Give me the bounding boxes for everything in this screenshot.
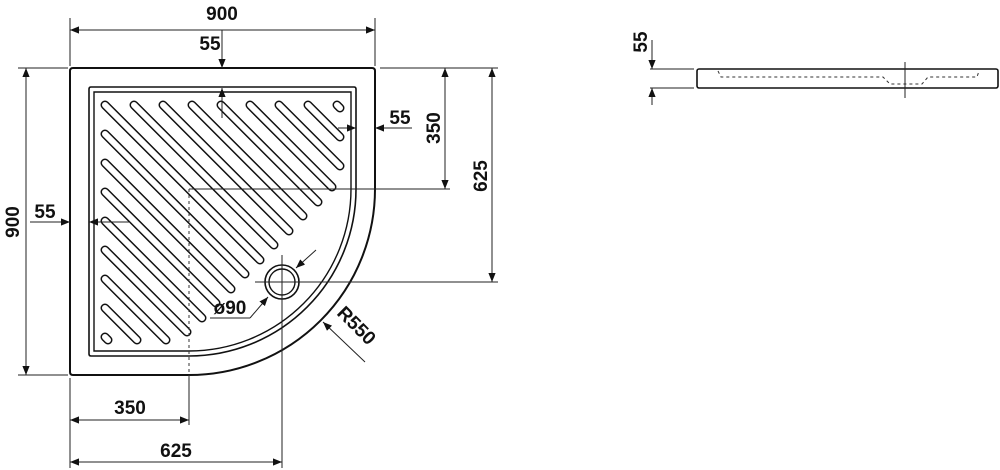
dimension-label: ø90	[214, 298, 247, 319]
dimension-drain-offset-vertical: 350	[192, 67, 498, 190]
dimension-drain-center-vertical: 625	[300, 68, 498, 283]
anti-slip-slot	[160, 102, 292, 234]
side-basin-hidden-line	[717, 70, 980, 85]
dimension-drain-center-horizontal: 625	[70, 300, 283, 468]
anti-slip-slot	[102, 218, 205, 321]
side-profile	[696, 68, 999, 89]
anti-slip-slots	[100, 100, 345, 345]
tray-plan-view	[69, 67, 378, 378]
dimension-label: 55	[389, 108, 411, 129]
anti-slip-slot	[102, 189, 219, 306]
anti-slip-slot	[102, 305, 140, 343]
dimension-overall-depth: 900	[3, 67, 68, 376]
dimension-drain-offset-horizontal: 350	[69, 378, 190, 468]
anti-slip-slot	[102, 160, 234, 292]
dimension-rim-right: 55	[338, 108, 412, 132]
anti-slip-slot	[334, 102, 343, 111]
dimension-label: 55	[34, 202, 56, 223]
tray-side-view: 55	[631, 31, 999, 105]
dimension-label: 55	[631, 31, 652, 53]
tray-inner-rim	[88, 86, 357, 357]
anti-slip-slot	[102, 276, 169, 343]
dimension-label: 900	[3, 206, 24, 238]
tray-basin-edge	[93, 91, 352, 352]
anti-slip-slot	[276, 102, 343, 169]
dimension-label: 350	[424, 112, 445, 144]
anti-slip-slot	[189, 102, 306, 219]
dimension-rim-top: 55	[199, 30, 226, 118]
dimension-rim-left: 55	[30, 202, 130, 226]
dimension-overall-width: 900	[69, 4, 376, 66]
dimension-label: 625	[471, 160, 492, 192]
dimension-drain-diameter: ø90	[210, 249, 317, 319]
dimension-label: 900	[206, 4, 238, 25]
dimension-label: 350	[114, 398, 146, 419]
dimension-corner-radius: R550	[322, 303, 379, 363]
anti-slip-slot	[218, 102, 321, 205]
anti-slip-slot	[131, 102, 277, 248]
dimension-label: 625	[160, 441, 192, 462]
dimension-label: 55	[199, 34, 221, 55]
tray-outer-outline	[69, 67, 376, 376]
anti-slip-slot	[102, 131, 248, 277]
dimension-label: R550	[332, 303, 379, 350]
anti-slip-slot	[102, 102, 263, 263]
anti-slip-slot	[305, 102, 343, 140]
anti-slip-slot	[102, 247, 190, 335]
anti-slip-slot	[102, 334, 111, 343]
anti-slip-slot	[247, 102, 335, 190]
